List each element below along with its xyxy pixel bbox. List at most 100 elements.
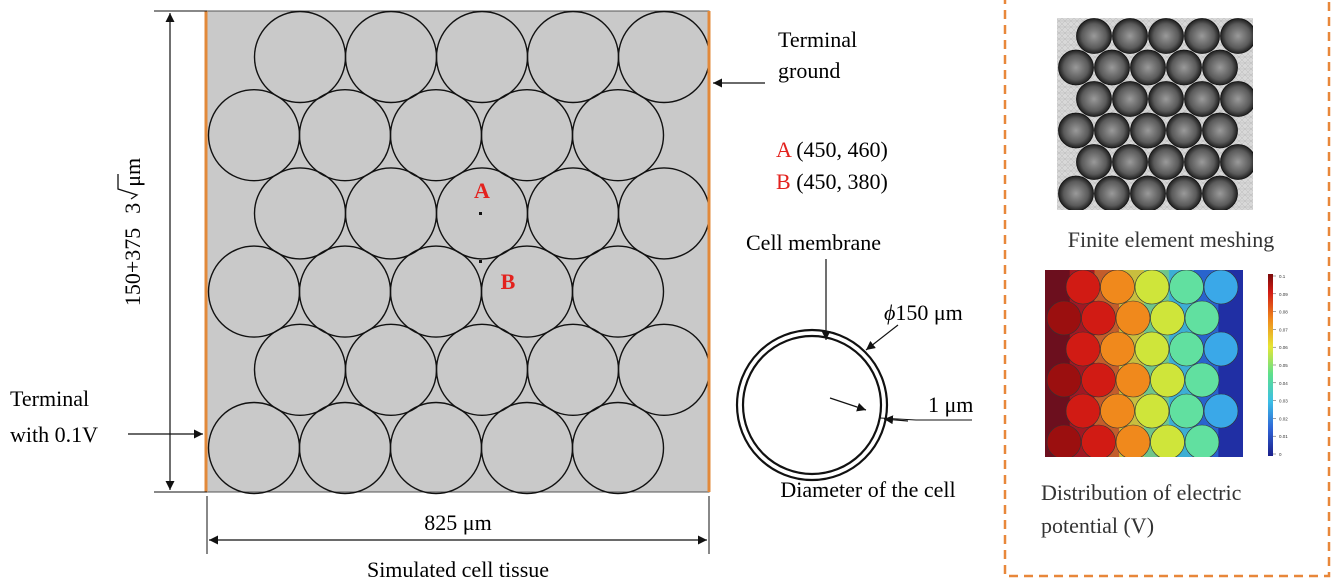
mesh-cell [1058,49,1094,86]
colorbar-tick-label: 0.06 [1279,345,1288,350]
mesh-cell [1076,18,1112,54]
potential-cell [1184,424,1220,457]
terminal-ground-line1: Terminal [778,27,857,52]
tissue-cell-array [207,10,711,495]
colorbar-tick-label: 0.08 [1279,310,1288,315]
mesh-cell [1130,49,1166,86]
mesh-cell [1148,18,1184,54]
point-b-coords: B (450, 380) [776,169,888,194]
point-a-dot [479,212,482,215]
tissue-cell [571,245,665,338]
potential-caption-line1: Distribution of electric [1041,480,1242,505]
potential-cell [1203,270,1239,305]
potential-image: 0.10.090.080.070.060.050.040.030.020.010 [1045,270,1288,457]
width-dimension: 825 μm Simulated cell tissue [206,496,710,582]
mesh-cell [1166,112,1202,149]
potential-cell [1081,300,1116,336]
sqrt-sign [117,174,139,200]
potential-caption-line2: potential (V) [1041,513,1154,538]
terminal-source-callout: Terminal with 0.1V [10,386,203,447]
mesh-cell [1184,81,1220,117]
mesh-cell [1148,81,1184,117]
potential-cell [1100,393,1135,429]
potential-cell [1081,362,1116,398]
mesh-cell [1112,18,1148,54]
terminal-source-line1: Terminal [10,386,89,411]
mesh-cell [1202,175,1238,210]
tissue-block: A B [204,10,711,495]
colorbar-tick-label: 0.07 [1279,327,1288,332]
dashed-panel-border [1003,0,1331,578]
potential-cell [1203,331,1239,367]
mesh-cell [1130,175,1166,210]
mesh-cell [1220,144,1253,180]
potential-cell [1046,424,1082,457]
terminal-ground-callout: Terminal ground [713,27,857,88]
potential-cell [1046,362,1082,398]
potential-cell [1150,424,1185,457]
tissue-caption: Simulated cell tissue [367,557,549,582]
mesh-cell [1112,81,1148,117]
cell-diameter-caption: Diameter of the cell [780,477,955,502]
potential-cell [1134,331,1170,367]
potential-cell [1115,300,1151,336]
colorbar-tick-label: 0.09 [1279,292,1288,297]
colorbar [1268,274,1273,456]
cell-thickness-label: 1 μm [928,392,973,417]
cell-diameter-leader [865,324,899,351]
potential-cell [1169,270,1204,305]
potential-cell [1134,270,1170,305]
potential-cell [1065,331,1101,367]
point-b-marker: B [501,269,516,294]
mesh-cell [1094,112,1130,149]
potential-cell [1169,331,1204,367]
point-coordinates: A (450, 460) B (450, 380) [776,137,888,194]
mesh-cell [1166,175,1202,210]
mesh-caption: Finite element meshing [1068,227,1275,252]
potential-cell [1134,393,1170,429]
terminal-source-line2: with 0.1V [10,422,98,447]
potential-cell [1184,362,1220,398]
point-b-dot [479,260,482,263]
mesh-cell [1184,18,1220,54]
mesh-cell [1058,175,1094,210]
mesh-cell [1094,49,1130,86]
terminal-ground-line2: ground [778,58,840,83]
right-panel: Finite element meshing 0.10.090.080.070.… [1003,0,1331,578]
mesh-cell [1148,144,1184,180]
potential-cell [1046,300,1082,336]
width-label: 825 μm [424,510,491,535]
potential-cell [1169,393,1204,429]
potential-cell [1115,362,1151,398]
potential-cell [1100,331,1135,367]
potential-cell [1100,270,1135,305]
potential-cell [1115,424,1151,457]
mesh-cell [1058,112,1094,149]
mesh-cell [1202,112,1238,149]
mesh-cell [1166,49,1202,86]
cell-detail: Cell membrane ϕ150 μm 1 μm Diameter of t… [735,230,973,502]
cell-inner-circle [741,334,883,476]
colorbar-tick-label: 0.05 [1279,363,1288,368]
colorbar-tick-label: 0.03 [1279,399,1288,404]
potential-cell [1184,300,1220,336]
colorbar-ticks: 0.10.090.080.070.060.050.040.030.020.010 [1273,274,1288,457]
height-label: 150+3753μm [120,158,145,306]
mesh-cell [1202,49,1238,86]
tissue-cell [571,401,665,495]
potential-cell [1203,393,1239,429]
cell-outer-circle [735,328,889,482]
point-a-marker: A [474,178,490,203]
height-dimension: 150+3753μm [117,10,207,493]
potential-cell [1065,270,1101,305]
mesh-image [1057,18,1253,210]
cell-membrane-label: Cell membrane [746,230,881,255]
colorbar-tick-label: 0.04 [1279,381,1288,386]
mesh-cell [1130,112,1166,149]
mesh-cell [1076,81,1112,117]
potential-cell [1065,393,1101,429]
cell-diameter-label: ϕ150 μm [884,300,963,325]
colorbar-tick-label: 0 [1279,452,1282,457]
colorbar-tick-label: 0.02 [1279,416,1288,421]
